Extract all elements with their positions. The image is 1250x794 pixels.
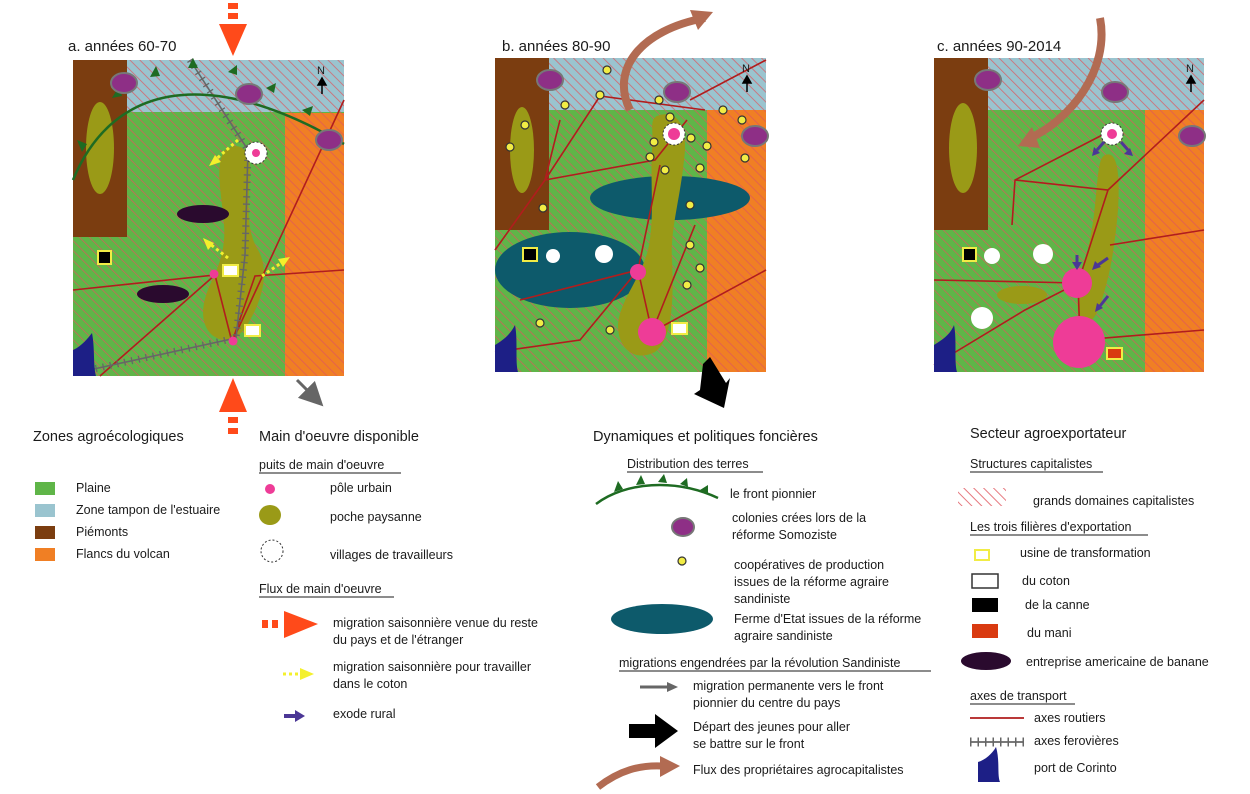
legend-flux-proprietaires: Flux des propriétaires agrocapitalistes <box>693 763 904 777</box>
map-c-north-label: N <box>1186 63 1194 75</box>
legend-coop-line3: sandiniste <box>734 592 790 606</box>
legend-depart-jeunes-line2: se battre sur le front <box>693 737 805 751</box>
map-a-title: a. années 60-70 <box>68 38 176 55</box>
legend-ferme-line1: Ferme d'Etat issues de la réforme <box>734 612 921 626</box>
legend-flux-title: Flux de main d'oeuvre <box>259 582 382 596</box>
legend-filieres-title: Les trois filières d'exportation <box>970 520 1132 534</box>
map-a-north-label: N <box>317 65 325 77</box>
legend-migrations-title: migrations engendrées par la révolution … <box>619 656 900 670</box>
legend-port-corinto: port de Corinto <box>1034 761 1117 775</box>
legend-puits-title: puits de main d'oeuvre <box>259 458 384 472</box>
legend-zones: Zones agroécologiques Plaine Zone tampon… <box>33 429 220 561</box>
legend-mani: du mani <box>1027 626 1071 640</box>
legend-coop-line1: coopératives de production <box>734 558 884 572</box>
legend-depart-jeunes-line1: Départ des jeunes pour aller <box>693 720 850 734</box>
legend-secteur: Secteur agroexportateur Structures capit… <box>958 426 1209 782</box>
legend-zone-volcan: Flancs du volcan <box>76 547 170 561</box>
legend-zone-piemonts: Piémonts <box>76 525 128 539</box>
legend-axes-ferovieres: axes ferovières <box>1034 734 1119 748</box>
legend-transport-title: axes de transport <box>970 689 1067 703</box>
legend-flux-ext-line2: du pays et de l'étranger <box>333 633 463 647</box>
legend-villages-travailleurs: villages de travailleurs <box>330 548 453 562</box>
map-b-title: b. années 80-90 <box>502 38 610 55</box>
legend-usine: usine de transformation <box>1020 546 1151 560</box>
map-c: c. années 90-2014 N <box>933 17 1206 372</box>
legend-migration-permanente-line1: migration permanente vers le front <box>693 679 884 693</box>
legend-banane: entreprise americaine de banane <box>1026 655 1209 669</box>
legend-poche-paysanne: poche paysanne <box>330 510 422 524</box>
map-a: a. années 60-70 <box>68 3 345 434</box>
legend-secteur-title: Secteur agroexportateur <box>970 426 1127 442</box>
legend-grands-domaines: grands domaines capitalistes <box>1033 494 1194 508</box>
legend-migration-permanente-line2: pionnier du centre du pays <box>693 696 840 710</box>
legend-dynamiques-title: Dynamiques et politiques foncières <box>593 429 818 445</box>
legend-main-oeuvre-title: Main d'oeuvre disponible <box>259 429 419 445</box>
legend-flux-ext-line1: migration saisonnière venue du reste <box>333 616 538 630</box>
map-b-north-label: N <box>742 63 750 75</box>
legend-exode-rural: exode rural <box>333 707 396 721</box>
legend-colonies-line1: colonies crées lors de la <box>732 511 866 525</box>
legend-zones-title: Zones agroécologiques <box>33 429 184 445</box>
legend-structures-title: Structures capitalistes <box>970 457 1092 471</box>
legend-ferme-line2: agraire sandiniste <box>734 629 833 643</box>
legend-coton: du coton <box>1022 574 1070 588</box>
legend-dynamiques: Dynamiques et politiques foncières Distr… <box>593 429 931 790</box>
legend-front-pionnier: le front pionnier <box>730 487 816 501</box>
legend-distribution-title: Distribution des terres <box>627 457 749 471</box>
map-b: b. années 80-90 <box>494 10 769 408</box>
legend-canne: de la canne <box>1025 598 1090 612</box>
legend-flux-coton-line2: dans le coton <box>333 677 407 691</box>
legend-flux-coton-line1: migration saisonnière pour travailler <box>333 660 531 674</box>
legend-coop-line2: issues de la réforme agraire <box>734 575 889 589</box>
legend-main-oeuvre: Main d'oeuvre disponible puits de main d… <box>259 429 538 722</box>
legend-zone-estuaire: Zone tampon de l'estuaire <box>76 503 220 517</box>
legend-colonies-line2: réforme Somoziste <box>732 528 837 542</box>
map-c-title: c. années 90-2014 <box>937 38 1061 55</box>
legend-axes-routiers: axes routiers <box>1034 711 1106 725</box>
legend-zone-plaine: Plaine <box>76 481 111 495</box>
legend-pole-urbain: pôle urbain <box>330 481 392 495</box>
